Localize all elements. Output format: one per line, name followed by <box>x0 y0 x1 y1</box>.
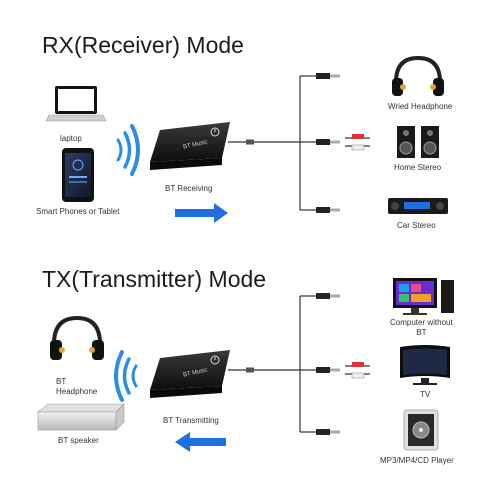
tv-icon <box>400 345 450 385</box>
laptop-label: laptop <box>60 134 82 143</box>
speaker-stereo-icon <box>397 126 439 158</box>
tx-mode-title: TX(Transmitter) Mode <box>42 266 267 292</box>
mp3-player-label: MP3/MP4/CD Player <box>380 456 454 465</box>
home-stereo-label: Home Stereo <box>394 163 442 172</box>
smartphone-icon <box>62 148 94 202</box>
bt-headphone-label: BT Headphone <box>56 377 98 396</box>
laptop-icon <box>45 86 107 122</box>
smartphone-label: Smart Phones or Tablet <box>36 207 120 216</box>
bt-speaker-label: BT speaker <box>58 436 99 445</box>
rx-jacks <box>316 73 370 213</box>
tx-device-label: BT Transmitting <box>163 416 219 425</box>
bt-headphone-icon <box>50 315 104 360</box>
tx-arrow-icon <box>175 432 226 452</box>
headphone-icon <box>392 55 444 96</box>
tx-jacks <box>316 293 370 435</box>
car-stereo-label: Car Stereo <box>397 221 436 230</box>
rx-mode-title: RX(Receiver) Mode <box>42 32 244 58</box>
tx-bluetooth-wave-icon <box>114 350 138 402</box>
bt-transmitter-device <box>150 350 230 398</box>
car-stereo-icon <box>388 198 448 214</box>
bt-receiver-device <box>150 122 230 170</box>
rx-arrow-icon <box>175 203 228 223</box>
rx-cable-lines <box>228 75 316 211</box>
tx-cable-lines <box>228 295 316 433</box>
bt-speaker-icon <box>37 403 125 431</box>
bluetooth-wave-icon <box>116 124 140 176</box>
wired-headphone-label: Wried Headphone <box>388 102 453 111</box>
computer-label: Computer without BT <box>390 318 453 337</box>
tv-label: TV <box>420 390 431 399</box>
rx-device-label: BT Receiving <box>165 184 213 193</box>
mp3-player-icon <box>403 409 439 451</box>
computer-icon <box>393 278 454 315</box>
